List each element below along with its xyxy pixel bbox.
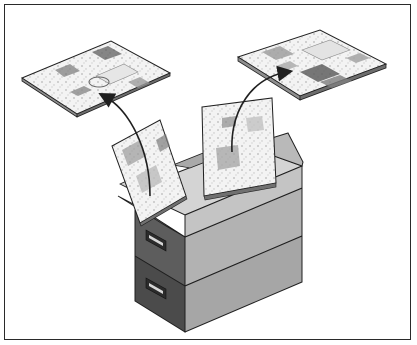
board-in-box-right	[202, 98, 276, 200]
right-board	[238, 30, 386, 100]
left-board	[22, 41, 170, 117]
